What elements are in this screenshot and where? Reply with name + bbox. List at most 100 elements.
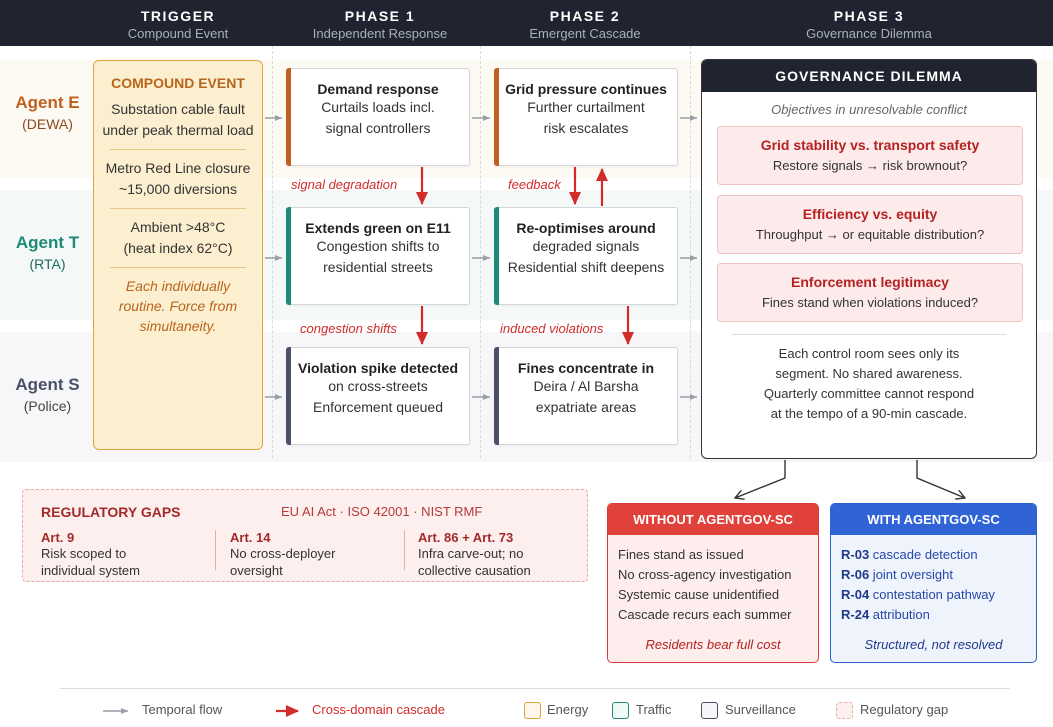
requirement-text: joint oversight <box>869 567 954 582</box>
article-desc: No cross-deployer <box>230 546 336 561</box>
trigger-note: simultaneity. <box>139 318 217 334</box>
legend-gap-swatch <box>836 702 853 719</box>
header-phase3-title: PHASE 3 <box>833 8 905 24</box>
article-desc: individual system <box>41 563 140 578</box>
outcome-arrow-without <box>735 460 786 498</box>
trigger-divider <box>110 267 246 268</box>
card-line: risk escalates <box>543 120 629 136</box>
energy-accent-bar <box>494 68 499 166</box>
legend-gap-label: Regulatory gap <box>860 702 949 717</box>
requirement-code: R-04 <box>841 587 870 602</box>
header-trigger: TRIGGER Compound Event <box>93 0 263 46</box>
requirement-code: R-24 <box>841 607 870 622</box>
trigger-line: Metro Red Line closure <box>105 160 251 176</box>
without-line: Systemic cause unidentified <box>618 587 780 602</box>
agent-t-name: Agent T <box>15 233 80 252</box>
card-line: Curtails loads incl. <box>321 99 435 115</box>
header-phase3: PHASE 3 Governance Dilemma <box>701 0 1037 46</box>
energy-accent-bar <box>286 68 291 166</box>
agent-e-name: Agent E <box>15 93 80 112</box>
cascade-label-congestion: congestion shifts <box>300 321 397 336</box>
requirement-text: contestation pathway <box>869 587 995 602</box>
phase2-energy-card: Grid pressure continues Further curtailm… <box>494 68 678 166</box>
article-label: Art. 9 <box>41 530 75 545</box>
article-desc: collective causation <box>418 563 531 578</box>
trigger-divider <box>110 208 246 209</box>
requirement-code: R-06 <box>841 567 870 582</box>
agent-s-org: (Police) <box>23 398 72 414</box>
with-note: Structured, not resolved <box>864 637 1003 652</box>
with-agentgov-box: WITH AGENTGOV-SC R-03 cascade detection … <box>830 503 1037 663</box>
legend-traffic-label: Traffic <box>636 702 672 717</box>
governance-dilemma-box: GOVERNANCE DILEMMA Objectives in unresol… <box>701 59 1037 459</box>
regulatory-item-art86: Art. 86 + Art. 73 Infra carve-out; no co… <box>418 530 531 579</box>
governance-title: GOVERNANCE DILEMMA <box>702 60 1036 92</box>
governance-subtitle: Objectives in unresolvable conflict <box>771 102 967 117</box>
traffic-accent-bar <box>286 207 291 305</box>
trigger-line: ~15,000 diversions <box>119 181 237 197</box>
with-item: R-06 joint oversight <box>831 565 1036 585</box>
legend-traffic-swatch <box>612 702 629 719</box>
conflict-title: Enforcement legitimacy <box>791 274 949 290</box>
agent-e-label: Agent E (DEWA) <box>0 93 95 132</box>
compound-event-title: COMPOUND EVENT <box>111 75 245 91</box>
article-label: Art. 14 <box>230 530 271 545</box>
conflict-efficiency-vs-equity: Efficiency vs. equity Throughput → or eq… <box>717 195 1023 254</box>
card-line: degraded signals <box>532 238 640 254</box>
header-phase2-title: PHASE 2 <box>549 8 621 24</box>
regulatory-item-art9: Art. 9 Risk scoped to individual system <box>41 530 140 579</box>
agent-t-label: Agent T (RTA) <box>0 233 95 272</box>
legend-temporal-label: Temporal flow <box>142 702 223 717</box>
outcome-arrow-with <box>916 460 965 498</box>
legend-surveillance-label: Surveillance <box>725 702 796 717</box>
card-title: Fines concentrate in <box>517 360 655 376</box>
header-phase1-sub: Independent Response <box>312 26 448 41</box>
card-line: Further curtailment <box>527 99 645 115</box>
agent-t-org: (RTA) <box>29 256 66 272</box>
trigger-line: (heat index 62°C) <box>123 240 233 256</box>
cascade-label-feedback: feedback <box>508 177 561 192</box>
without-title: WITHOUT AGENTGOV-SC <box>608 504 818 535</box>
without-note: Residents bear full cost <box>645 637 781 652</box>
card-title: Violation spike detected <box>297 360 458 376</box>
regulatory-item-art14: Art. 14 No cross-deployer oversight <box>230 530 336 579</box>
header-trigger-title: TRIGGER <box>140 8 216 24</box>
article-desc: oversight <box>230 563 283 578</box>
with-title: WITH AGENTGOV-SC <box>831 504 1036 535</box>
card-title: Demand response <box>317 81 439 97</box>
phase1-energy-card: Demand response Curtails loads incl. sig… <box>286 68 470 166</box>
card-title: Extends green on E11 <box>305 220 451 236</box>
header-phase3-sub: Governance Dilemma <box>806 26 932 41</box>
governance-divider <box>732 334 1006 335</box>
card-line: Deira / Al Barsha <box>533 378 639 394</box>
requirement-text: attribution <box>869 607 930 622</box>
card-line: expatriate areas <box>535 399 637 415</box>
article-desc: Risk scoped to <box>41 546 127 561</box>
article-desc: Infra carve-out; no <box>418 546 524 561</box>
regulatory-divider <box>404 530 405 570</box>
with-item: R-04 contestation pathway <box>831 585 1036 605</box>
column-separator <box>272 46 273 458</box>
conflict-line: Throughput → or equitable distribution? <box>755 227 985 242</box>
column-separator <box>480 46 481 458</box>
trigger-line: Ambient >48°C <box>130 219 226 235</box>
card-line: residential streets <box>323 259 433 275</box>
compound-event-box: COMPOUND EVENT Substation cable fault un… <box>93 60 263 450</box>
surveillance-accent-bar <box>286 347 291 445</box>
phase2-traffic-card: Re-optimises around degraded signals Res… <box>494 207 678 305</box>
article-label: Art. 86 + Art. 73 <box>418 530 514 545</box>
legend-energy-label: Energy <box>547 702 589 717</box>
agent-e-org: (DEWA) <box>22 116 73 132</box>
card-line: signal controllers <box>325 120 431 136</box>
with-item: R-03 cascade detection <box>831 545 1036 565</box>
agent-s-label: Agent S (Police) <box>0 375 95 414</box>
governance-line: Quarterly committee cannot respond <box>763 386 975 401</box>
header-phase1: PHASE 1 Independent Response <box>280 0 480 46</box>
cascade-label-violations: induced violations <box>500 321 604 336</box>
card-line: on cross-streets <box>328 378 428 394</box>
conflict-line: Fines stand when violations induced? <box>761 295 979 310</box>
legend-energy-swatch <box>524 702 541 719</box>
without-agentgov-box: WITHOUT AGENTGOV-SC Fines stand as issue… <box>607 503 819 663</box>
governance-line: Each control room sees only its <box>778 346 960 361</box>
header-bar: TRIGGER Compound Event PHASE 1 Independe… <box>0 0 1053 46</box>
